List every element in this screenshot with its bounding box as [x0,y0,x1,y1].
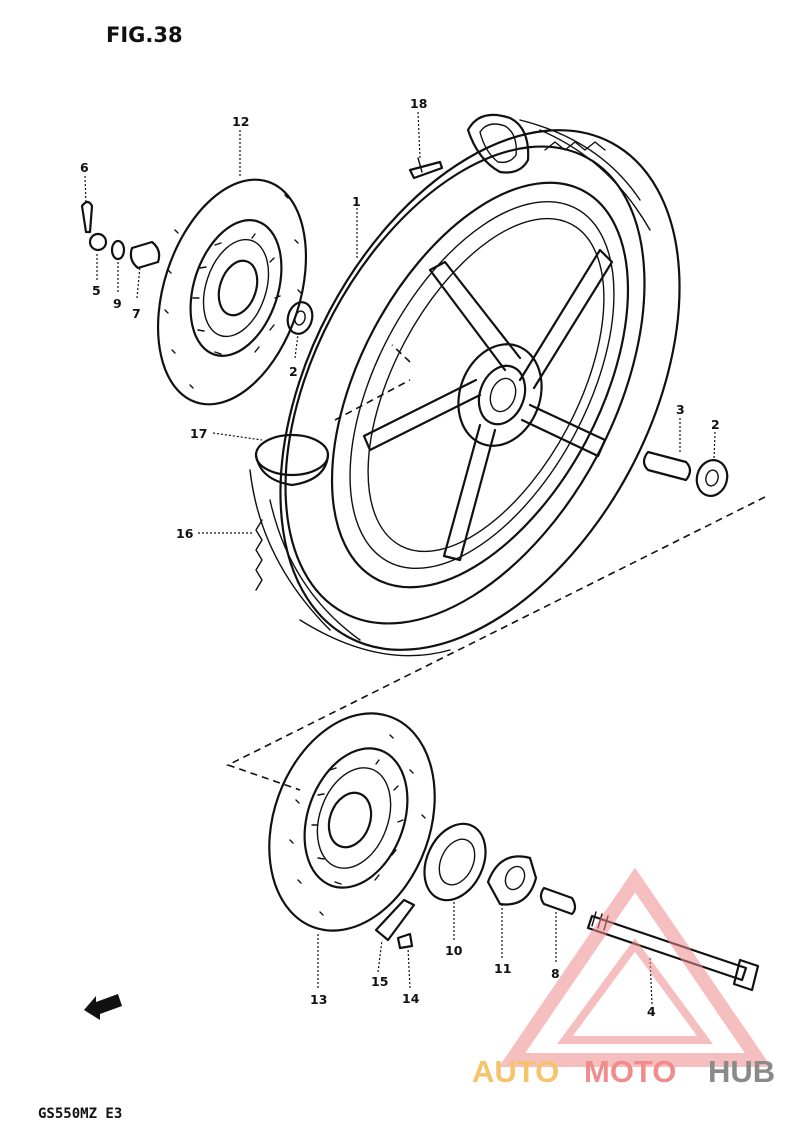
watermark-hub: HUB [708,1054,775,1089]
callout-11: 11 [494,961,511,976]
callout-6: 6 [80,160,89,175]
spacer-and-bearing-right [642,450,729,497]
wheel-spokes [362,248,614,562]
callout-2-right: 2 [711,417,720,432]
callout-18: 18 [410,96,427,111]
wheel-hub [457,343,543,447]
watermark-text: AUTO MOTO HUB [472,1054,775,1089]
inner-tube [254,433,330,487]
watermark-logo-icon [498,867,772,1067]
callout-2-upper: 2 [289,364,298,379]
upper-small-parts [80,200,161,270]
callout-16: 16 [176,526,194,541]
speedometer-gearbox [486,855,538,906]
valve [408,157,444,180]
callout-12: 12 [232,114,249,129]
front-arrow-icon [84,994,122,1020]
callout-3: 3 [676,402,685,417]
callout-8: 8 [551,966,560,981]
callout-14: 14 [402,991,420,1006]
callout-7: 7 [132,306,141,321]
figure-title: FIG.38 [106,23,183,47]
callout-1: 1 [352,194,361,209]
callout-labels: 1 2 2 3 4 5 6 7 8 9 10 11 12 13 14 15 16… [80,96,720,1019]
gear-cover [423,822,487,902]
wheel-rim [330,181,630,589]
callout-17: 17 [190,426,207,441]
brake-disc-lower [268,712,436,932]
callout-9: 9 [113,296,122,311]
bearing-upper [286,301,314,335]
callout-4: 4 [647,1004,656,1019]
callout-15: 15 [371,974,388,989]
callout-10: 10 [445,943,463,958]
watermark-moto: MOTO [584,1054,676,1089]
rim-band [466,113,530,174]
spacer-lower [539,886,577,916]
model-code: GS550MZ E3 [38,1106,122,1122]
assembly-guide-lines [225,344,766,791]
watermark-auto: AUTO [472,1054,559,1089]
callout-leaders [84,111,716,1005]
callout-13: 13 [310,992,327,1007]
callout-5: 5 [92,283,101,298]
lock-plate-and-bolt [374,898,416,950]
